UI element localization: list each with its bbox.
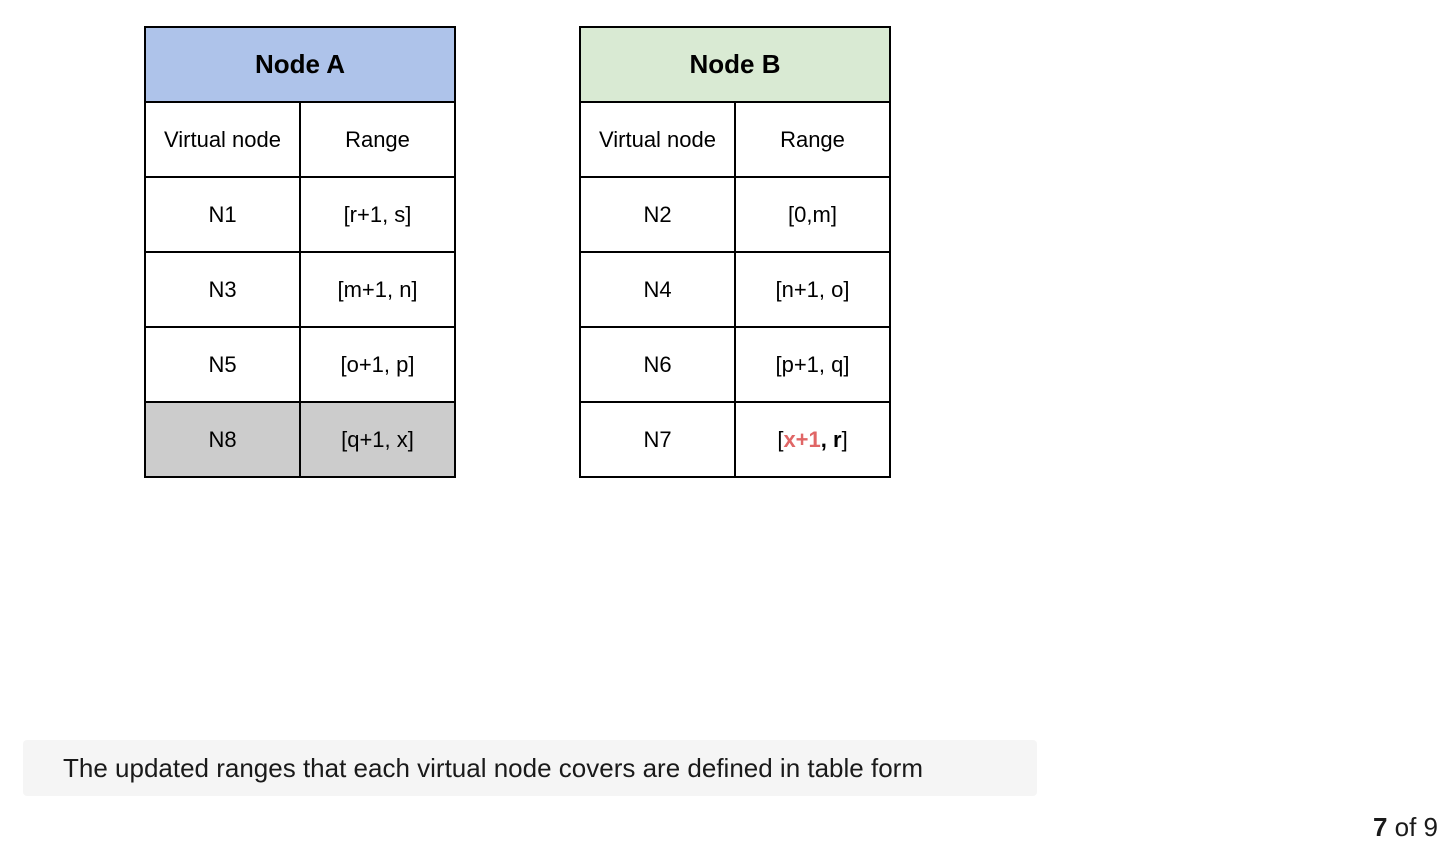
table-row: N7 [x+1, r]	[579, 401, 891, 478]
range-cell: [q+1, x]	[299, 401, 456, 478]
range-cell: [m+1, n]	[299, 251, 456, 328]
current-page: 7	[1372, 812, 1388, 842]
virtual-node-cell: N1	[144, 176, 301, 253]
node-a-title: Node A	[144, 26, 456, 103]
virtual-node-cell: N5	[144, 326, 301, 403]
table-row: N1 [r+1, s]	[144, 176, 456, 253]
range-cell-highlighted: [x+1, r]	[734, 401, 891, 478]
column-header-range: Range	[734, 101, 891, 178]
node-b-table: Node B Virtual node Range N2 [0,m] N4 [n…	[579, 26, 891, 478]
table-row: N6 [p+1, q]	[579, 326, 891, 403]
table-row: N4 [n+1, o]	[579, 251, 891, 328]
caption-text: The updated ranges that each virtual nod…	[23, 740, 1037, 796]
page-counter: 7 of 9	[1373, 812, 1438, 843]
range-open-bracket: [	[777, 426, 784, 452]
virtual-node-cell: N6	[579, 326, 736, 403]
range-cell: [p+1, q]	[734, 326, 891, 403]
range-end: r	[833, 426, 842, 452]
total-pages: of 9	[1387, 812, 1438, 842]
column-header-virtual-node: Virtual node	[144, 101, 301, 178]
table-row: N5 [o+1, p]	[144, 326, 456, 403]
range-start-highlight: x+1	[783, 426, 821, 452]
range-cell: [o+1, p]	[299, 326, 456, 403]
virtual-node-cell: N7	[579, 401, 736, 478]
range-cell: [r+1, s]	[299, 176, 456, 253]
virtual-node-cell: N8	[144, 401, 301, 478]
range-separator: ,	[820, 426, 833, 452]
table-row: N3 [m+1, n]	[144, 251, 456, 328]
range-cell: [n+1, o]	[734, 251, 891, 328]
table-row-shaded: N8 [q+1, x]	[144, 401, 456, 478]
node-a-table: Node A Virtual node Range N1 [r+1, s] N3…	[144, 26, 456, 478]
range-close-bracket: ]	[841, 426, 848, 452]
column-header-virtual-node: Virtual node	[579, 101, 736, 178]
virtual-node-cell: N3	[144, 251, 301, 328]
node-b-title: Node B	[579, 26, 891, 103]
table-row: N2 [0,m]	[579, 176, 891, 253]
virtual-node-cell: N2	[579, 176, 736, 253]
virtual-node-cell: N4	[579, 251, 736, 328]
range-cell: [0,m]	[734, 176, 891, 253]
column-header-range: Range	[299, 101, 456, 178]
